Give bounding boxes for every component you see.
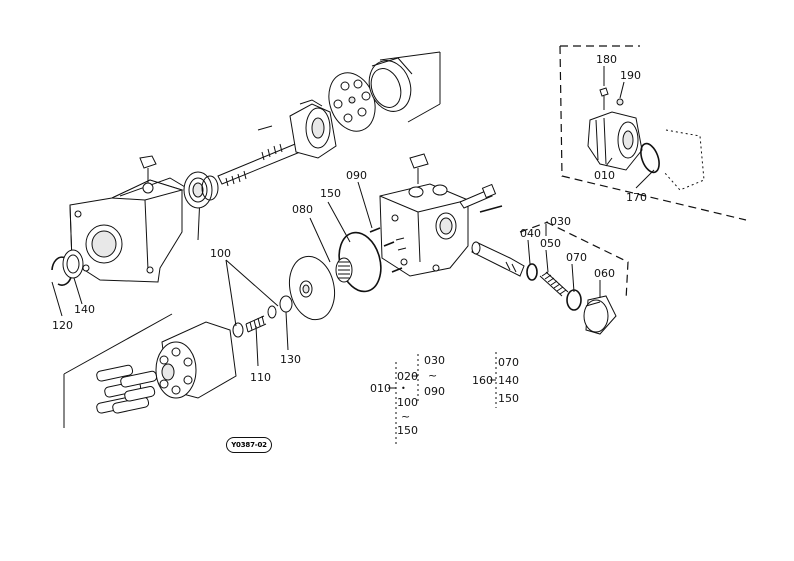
callout-050: 050 [540,237,561,250]
legend-010-root: 010 [370,382,391,395]
o-ring-040 [526,263,538,281]
legend-010-branch-b-end: 150 [397,424,418,437]
port-plate [328,72,376,132]
swash-plate [289,99,337,159]
legend-010-branch-a: 020 [397,370,418,383]
legend-010-dot: • [401,384,406,393]
frame-lines [63,51,441,428]
callout-080: 080 [292,203,313,216]
leader-lines [51,66,655,367]
callout-040: 040 [520,227,541,240]
relief-group-outline [519,221,629,301]
callout-120: 120 [52,319,73,332]
o-ring-070 [566,289,582,311]
relief-valve-poppet [471,241,525,277]
legend-160-item: 140 [498,374,519,387]
plug-060 [583,295,617,335]
bearing [183,171,219,209]
plug [409,153,429,184]
cylinder-block [155,321,237,399]
legend-010-branch-b-tilde: ~ [401,410,411,423]
valve-plate-080 [288,255,336,321]
callout-150: 150 [320,187,341,200]
spring-110 [232,295,293,338]
rear-cover [379,183,469,277]
pump-housing [69,155,201,283]
callout-130: 130 [280,353,301,366]
pins [369,205,503,273]
drawing-code-badge: Y0387-02 [226,437,272,453]
callout-180: 180 [596,53,617,66]
callout-100: 100 [210,247,231,260]
pistons [96,364,158,414]
inset-assembly [559,45,747,221]
callout-030: 030 [550,215,571,228]
callout-110: 110 [250,371,271,384]
legend-160-item: 150 [498,392,519,405]
gear-small [335,257,353,283]
oil-seal-140 [62,249,84,279]
legend-010-branch-a-bottom: 090 [424,385,445,398]
callout-090: 090 [346,169,367,182]
bolt [459,183,497,209]
spring-050 [539,271,569,297]
callout-140: 140 [74,303,95,316]
drive-shaft [217,125,306,187]
callout-060: 060 [594,267,615,280]
legend-010-branch-a-tilde: ~ [428,369,438,382]
legend-010-branch-a-top: 030 [424,354,445,367]
retaining-ring [368,57,413,112]
callout-070: 070 [566,251,587,264]
legend-010-branch-b: 100 [397,396,418,409]
callout-170: 170 [626,191,647,204]
legend-160-root: 160 [472,374,493,387]
callout-190: 190 [620,69,641,82]
legend-brackets [388,352,497,446]
legend-160-item: 070 [498,356,519,369]
callout-010-inset: 010 [594,169,615,182]
